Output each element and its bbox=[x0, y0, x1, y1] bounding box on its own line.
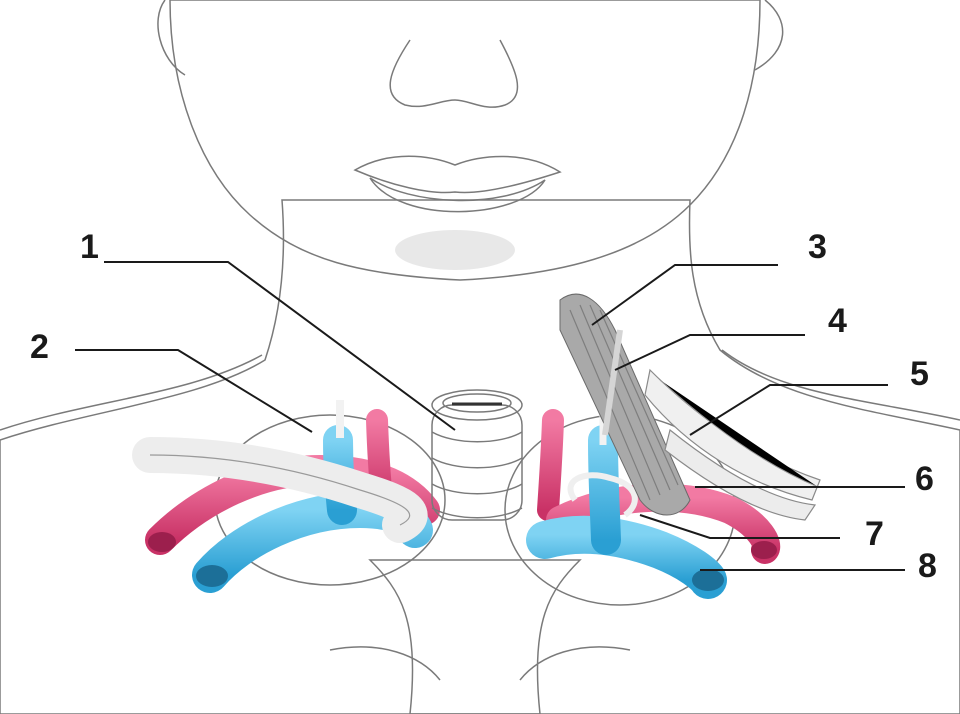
right-vein-lumen bbox=[692, 569, 724, 591]
lower-lip bbox=[370, 178, 545, 212]
label-5: 5 bbox=[910, 355, 929, 393]
leader-line-1 bbox=[104, 262, 455, 430]
label-2: 2 bbox=[30, 328, 49, 366]
left-artery-lumen bbox=[148, 532, 176, 552]
sternum bbox=[330, 560, 630, 714]
leader-line-3 bbox=[592, 265, 778, 325]
label-6: 6 bbox=[915, 460, 934, 498]
leader-line-2 bbox=[75, 350, 312, 432]
right-artery-lumen bbox=[751, 541, 777, 559]
left-vein-lumen bbox=[196, 565, 228, 587]
leader-line-4 bbox=[615, 335, 805, 370]
nose bbox=[390, 40, 517, 107]
label-1: 1 bbox=[80, 228, 99, 266]
label-4: 4 bbox=[828, 302, 847, 340]
right-jugular-vein bbox=[603, 440, 606, 540]
face bbox=[158, 0, 783, 280]
right-brachiocephalic-vein bbox=[545, 535, 708, 580]
label-7: 7 bbox=[865, 515, 884, 553]
chin bbox=[395, 230, 515, 270]
label-8: 8 bbox=[918, 547, 937, 585]
left-vessels bbox=[148, 400, 425, 587]
right-carotid-artery bbox=[548, 420, 553, 510]
label-3: 3 bbox=[808, 228, 827, 266]
